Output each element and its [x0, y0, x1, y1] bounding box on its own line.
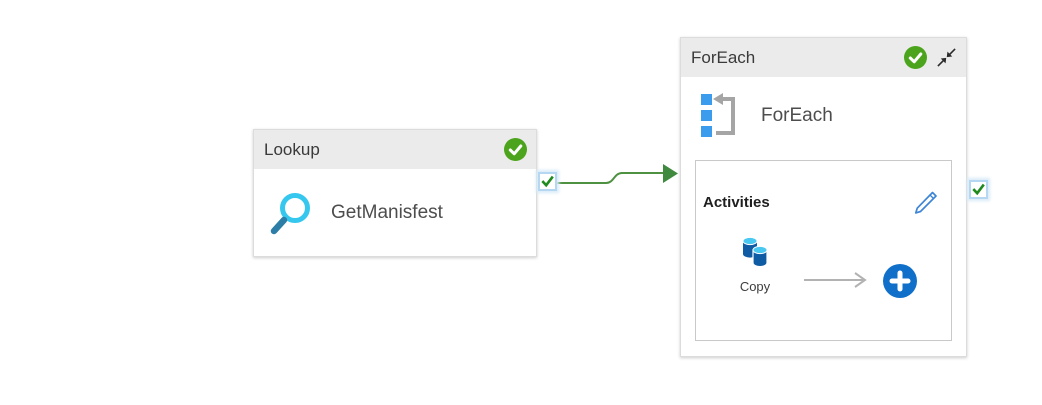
next-activity-arrow-icon	[804, 272, 867, 288]
foreach-activities-panel: Activities Copy	[695, 160, 952, 341]
edit-activities-pencil-icon[interactable]	[913, 189, 938, 216]
copy-activity-label: Copy	[739, 279, 771, 294]
connector-arrowhead-icon	[663, 164, 678, 183]
activities-panel-title: Activities	[703, 194, 770, 211]
lookup-node-title: Lookup	[264, 139, 320, 159]
collapse-diagonal-arrows-icon[interactable]	[936, 46, 957, 69]
status-success-icon	[904, 46, 927, 69]
lookup-node-body: GetManisfest	[254, 169, 536, 257]
status-success-icon	[504, 138, 527, 161]
foreach-node-header: ForEach	[681, 38, 966, 77]
copy-activity-item[interactable]: Copy	[730, 235, 780, 294]
add-activity-button[interactable]	[883, 264, 917, 298]
plus-icon	[889, 270, 911, 292]
checkbox-checkmark-icon	[972, 183, 985, 196]
foreach-activity-node[interactable]: ForEach ForEach Activities	[680, 37, 988, 357]
foreach-loop-icon	[701, 93, 735, 137]
copy-activity-icon	[742, 236, 768, 268]
checkbox-checkmark-icon	[541, 175, 554, 188]
foreach-activity-name: ForEach	[761, 105, 833, 126]
foreach-node-body: ForEach	[681, 77, 966, 139]
foreach-node-title: ForEach	[691, 47, 756, 67]
lookup-node-header: Lookup	[254, 130, 536, 169]
lookup-activity-name: GetManisfest	[331, 202, 443, 223]
magnifier-icon	[270, 193, 310, 235]
lookup-activity-node[interactable]: Lookup GetManisfest	[253, 129, 557, 257]
lookup-output-port-checkbox[interactable]	[538, 172, 557, 191]
foreach-output-port-checkbox[interactable]	[969, 180, 988, 199]
